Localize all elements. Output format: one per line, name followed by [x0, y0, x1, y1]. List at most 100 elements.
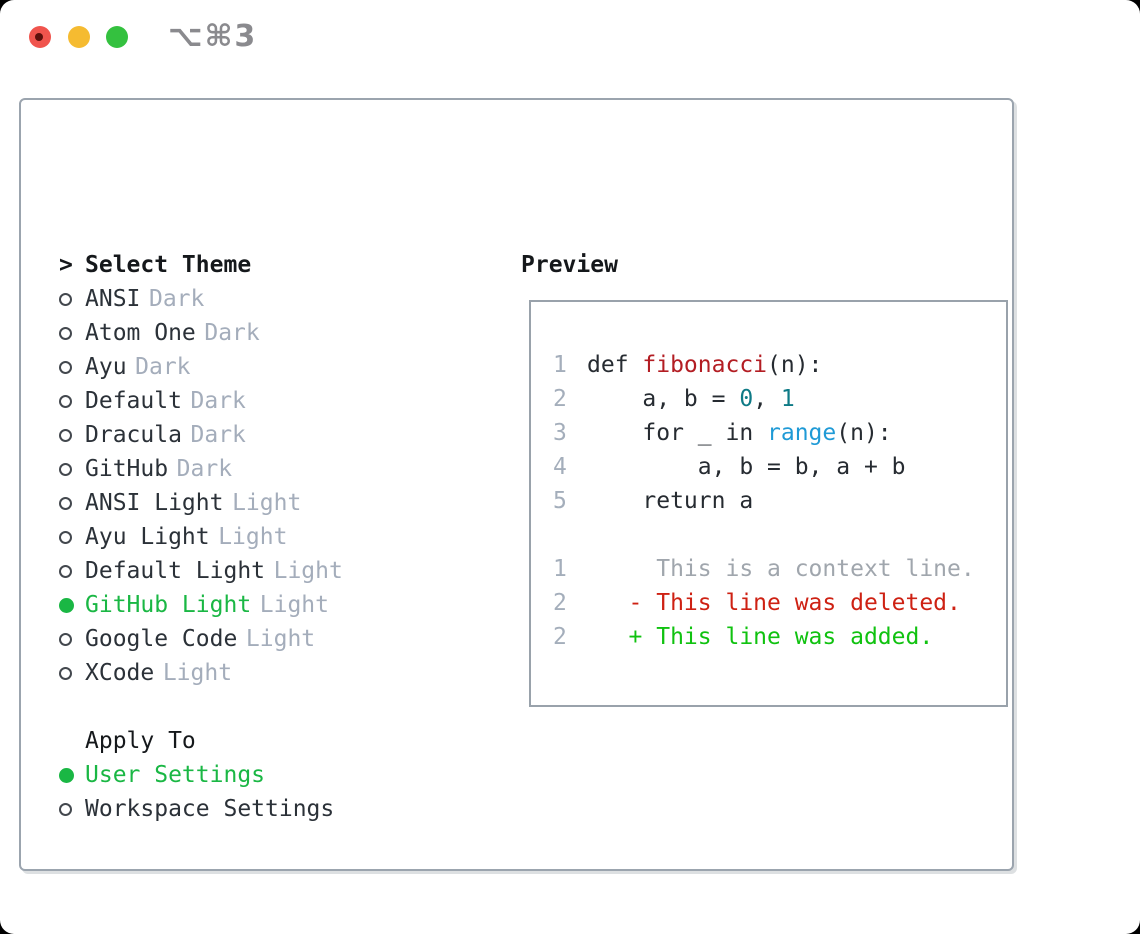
theme-name: Dracula — [85, 422, 182, 448]
code-line: 1 This is a context line. — [553, 552, 1006, 586]
filled-circle — [59, 597, 74, 613]
theme-name: Default Light — [85, 558, 266, 584]
open-circle — [59, 394, 72, 408]
open-circle — [59, 326, 72, 340]
code-line: 3 for _ in range(n): — [553, 416, 1006, 450]
theme-option-github[interactable]: GitHub Dark — [59, 452, 343, 486]
radio-selected-icon — [59, 767, 85, 783]
line-number: 3 — [553, 420, 567, 446]
minimize-button[interactable] — [68, 26, 90, 48]
radio-unselected-icon — [59, 530, 85, 544]
open-circle — [59, 292, 72, 306]
code-token: a, b = b, a + b — [587, 454, 906, 480]
theme-variant-tag: Dark — [135, 354, 191, 380]
radio-unselected-icon — [59, 802, 85, 816]
radio-unselected-icon — [59, 394, 85, 408]
code-token: 1 — [780, 386, 795, 412]
open-circle — [59, 496, 72, 510]
open-circle — [59, 564, 72, 578]
code-token: , — [753, 386, 781, 412]
radio-unselected-icon — [59, 496, 85, 510]
unsaved-indicator-dot — [35, 33, 43, 41]
theme-option-github-light[interactable]: GitHub Light Light — [59, 588, 343, 622]
line-number: 2 — [553, 590, 567, 616]
code-line: 5 return a — [553, 484, 1006, 518]
radio-unselected-icon — [59, 666, 85, 680]
close-button[interactable] — [29, 26, 51, 48]
code-line: 2 a, b = 0, 1 — [553, 382, 1006, 416]
line-number: 1 — [553, 556, 567, 582]
code-token: + This line was added. — [628, 624, 934, 650]
hint-line: (Use Enter to select, Tab to — [59, 928, 499, 934]
radio-unselected-icon — [59, 360, 85, 374]
theme-name: Default — [85, 388, 182, 414]
theme-option-default-light[interactable]: Default Light Light — [59, 554, 343, 588]
theme-name: Ayu Light — [85, 524, 210, 550]
line-number: 2 — [553, 624, 567, 650]
theme-option-dracula[interactable]: Dracula Dark — [59, 418, 343, 452]
line-number: 4 — [553, 454, 567, 480]
theme-option-ansi-light[interactable]: ANSI Light Light — [59, 486, 343, 520]
theme-name: Ayu — [85, 354, 127, 380]
open-circle — [59, 428, 72, 442]
theme-variant-tag: Light — [218, 524, 288, 550]
code-token: range — [767, 420, 837, 446]
theme-variant-tag: Dark — [176, 456, 233, 482]
theme-option-ayu-light[interactable]: Ayu Light Light — [59, 520, 343, 554]
line-number: 2 — [553, 386, 567, 412]
theme-name: XCode — [85, 660, 155, 686]
code-token: - This line was deleted. — [628, 590, 961, 616]
open-circle — [59, 632, 72, 646]
open-circle — [59, 802, 72, 816]
code-token: return a — [587, 488, 754, 514]
radio-selected-icon — [59, 597, 85, 613]
code-token: fibonacci — [642, 352, 768, 378]
line-number: 1 — [553, 352, 567, 378]
code-line — [553, 518, 1006, 552]
line-number: 5 — [553, 488, 567, 514]
theme-variant-tag: Dark — [190, 422, 246, 448]
theme-option-ayu[interactable]: Ayu Dark — [59, 350, 343, 384]
zoom-button[interactable] — [106, 26, 128, 48]
theme-variant-tag: Light — [232, 490, 302, 516]
radio-unselected-icon — [59, 564, 85, 578]
apply-option-workspace-settings[interactable]: Workspace Settings — [59, 792, 334, 826]
code-token: This is a context line. — [587, 556, 975, 582]
theme-variant-tag: Light — [259, 592, 329, 618]
code-token: for _ in — [587, 420, 768, 446]
code-token: (n): — [767, 352, 823, 378]
theme-name: Google Code — [85, 626, 238, 652]
code-line: 2 + This line was added. — [553, 620, 1006, 654]
theme-name: GitHub Light — [85, 592, 252, 618]
theme-name: Atom One — [85, 320, 196, 346]
open-circle — [59, 666, 72, 680]
apply-option-label: Workspace Settings — [85, 796, 335, 822]
filled-circle — [59, 767, 74, 783]
theme-variant-tag: Light — [273, 558, 343, 584]
apply-to-header: Apply To — [59, 724, 334, 758]
theme-option-xcode[interactable]: XCode Light — [59, 656, 343, 690]
theme-list-title: Select Theme — [85, 252, 252, 278]
radio-unselected-icon — [59, 428, 85, 442]
code-token: 0 — [739, 386, 754, 412]
theme-variant-tag: Light — [162, 660, 233, 686]
window-title: ⌥⌘3 — [168, 19, 258, 54]
focus-caret: > — [59, 252, 73, 278]
apply-to-title: Apply To — [85, 728, 196, 754]
code-token — [587, 624, 629, 650]
theme-name: ANSI Light — [85, 490, 224, 516]
open-circle — [59, 360, 72, 374]
theme-name: GitHub — [85, 456, 169, 482]
radio-unselected-icon — [59, 462, 85, 476]
keyboard-hint: (Use Enter to select, Tab to change focu… — [59, 860, 499, 934]
theme-list-header: > Select Theme — [59, 248, 343, 282]
apply-option-user-settings[interactable]: User Settings — [59, 758, 334, 792]
code-token — [587, 590, 629, 616]
